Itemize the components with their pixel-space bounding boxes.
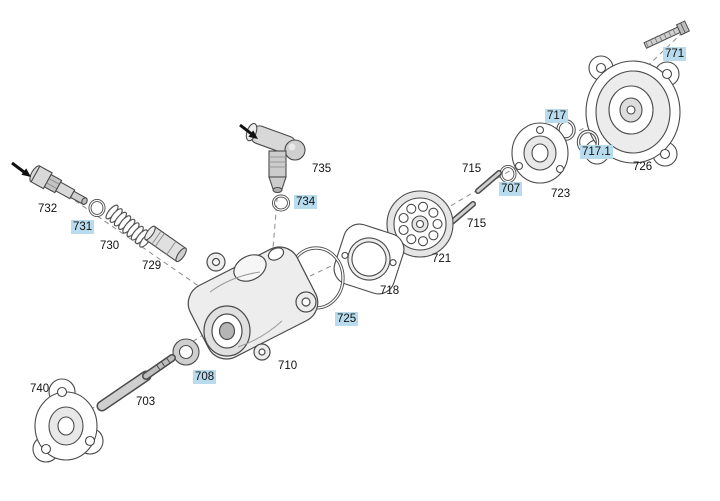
callout-721[interactable]: 721 (432, 253, 452, 265)
part-707-oring-graphic (499, 165, 517, 183)
callout-732[interactable]: 732 (38, 203, 58, 215)
callout-717[interactable]: 717 (545, 109, 569, 123)
callout-703[interactable]: 703 (136, 396, 156, 408)
part-718-cam-ring-graphic (333, 223, 405, 295)
callout-740[interactable]: 740 (30, 383, 50, 395)
callout-734[interactable]: 734 (294, 195, 318, 209)
callout-707[interactable]: 707 (499, 182, 523, 196)
callout-725[interactable]: 725 (335, 312, 359, 326)
part-703-shaft-graphic (96, 354, 176, 412)
part-729-piston-graphic (144, 225, 187, 263)
callout-708[interactable]: 708 (193, 370, 217, 384)
callout-731[interactable]: 731 (71, 220, 95, 234)
part-735-fitting-graphic (245, 122, 306, 194)
part-721-rotor-graphic (386, 190, 454, 258)
part-734-oring-graphic (272, 194, 290, 212)
callout-726[interactable]: 726 (633, 161, 653, 173)
callout-710[interactable]: 710 (278, 360, 298, 372)
callout-729[interactable]: 729 (142, 260, 162, 272)
part-731-oring-graphic (88, 199, 106, 217)
part-771-screw-graphic (643, 20, 690, 49)
part-710-housing-graphic (187, 246, 319, 361)
part-715-pin-lower-graphic (449, 201, 476, 225)
callout-730[interactable]: 730 (100, 240, 120, 252)
callout-715-upper[interactable]: 715 (462, 163, 482, 175)
callout-715-lower[interactable]: 715 (467, 218, 487, 230)
callout-771[interactable]: 771 (663, 47, 687, 61)
direction-arrow-icon (11, 161, 31, 177)
part-723-plate-graphic (511, 122, 569, 184)
part-732-valve-graphic (29, 165, 88, 205)
callout-717-1[interactable]: 717.1 (580, 145, 613, 159)
part-740-flange-graphic (32, 378, 104, 463)
direction-arrow-icon (239, 123, 258, 139)
part-708-seal-graphic (172, 338, 200, 366)
callout-735[interactable]: 735 (312, 163, 332, 175)
callout-718[interactable]: 718 (380, 285, 400, 297)
callout-723[interactable]: 723 (551, 188, 571, 200)
part-715-pin-upper-graphic (475, 170, 502, 194)
